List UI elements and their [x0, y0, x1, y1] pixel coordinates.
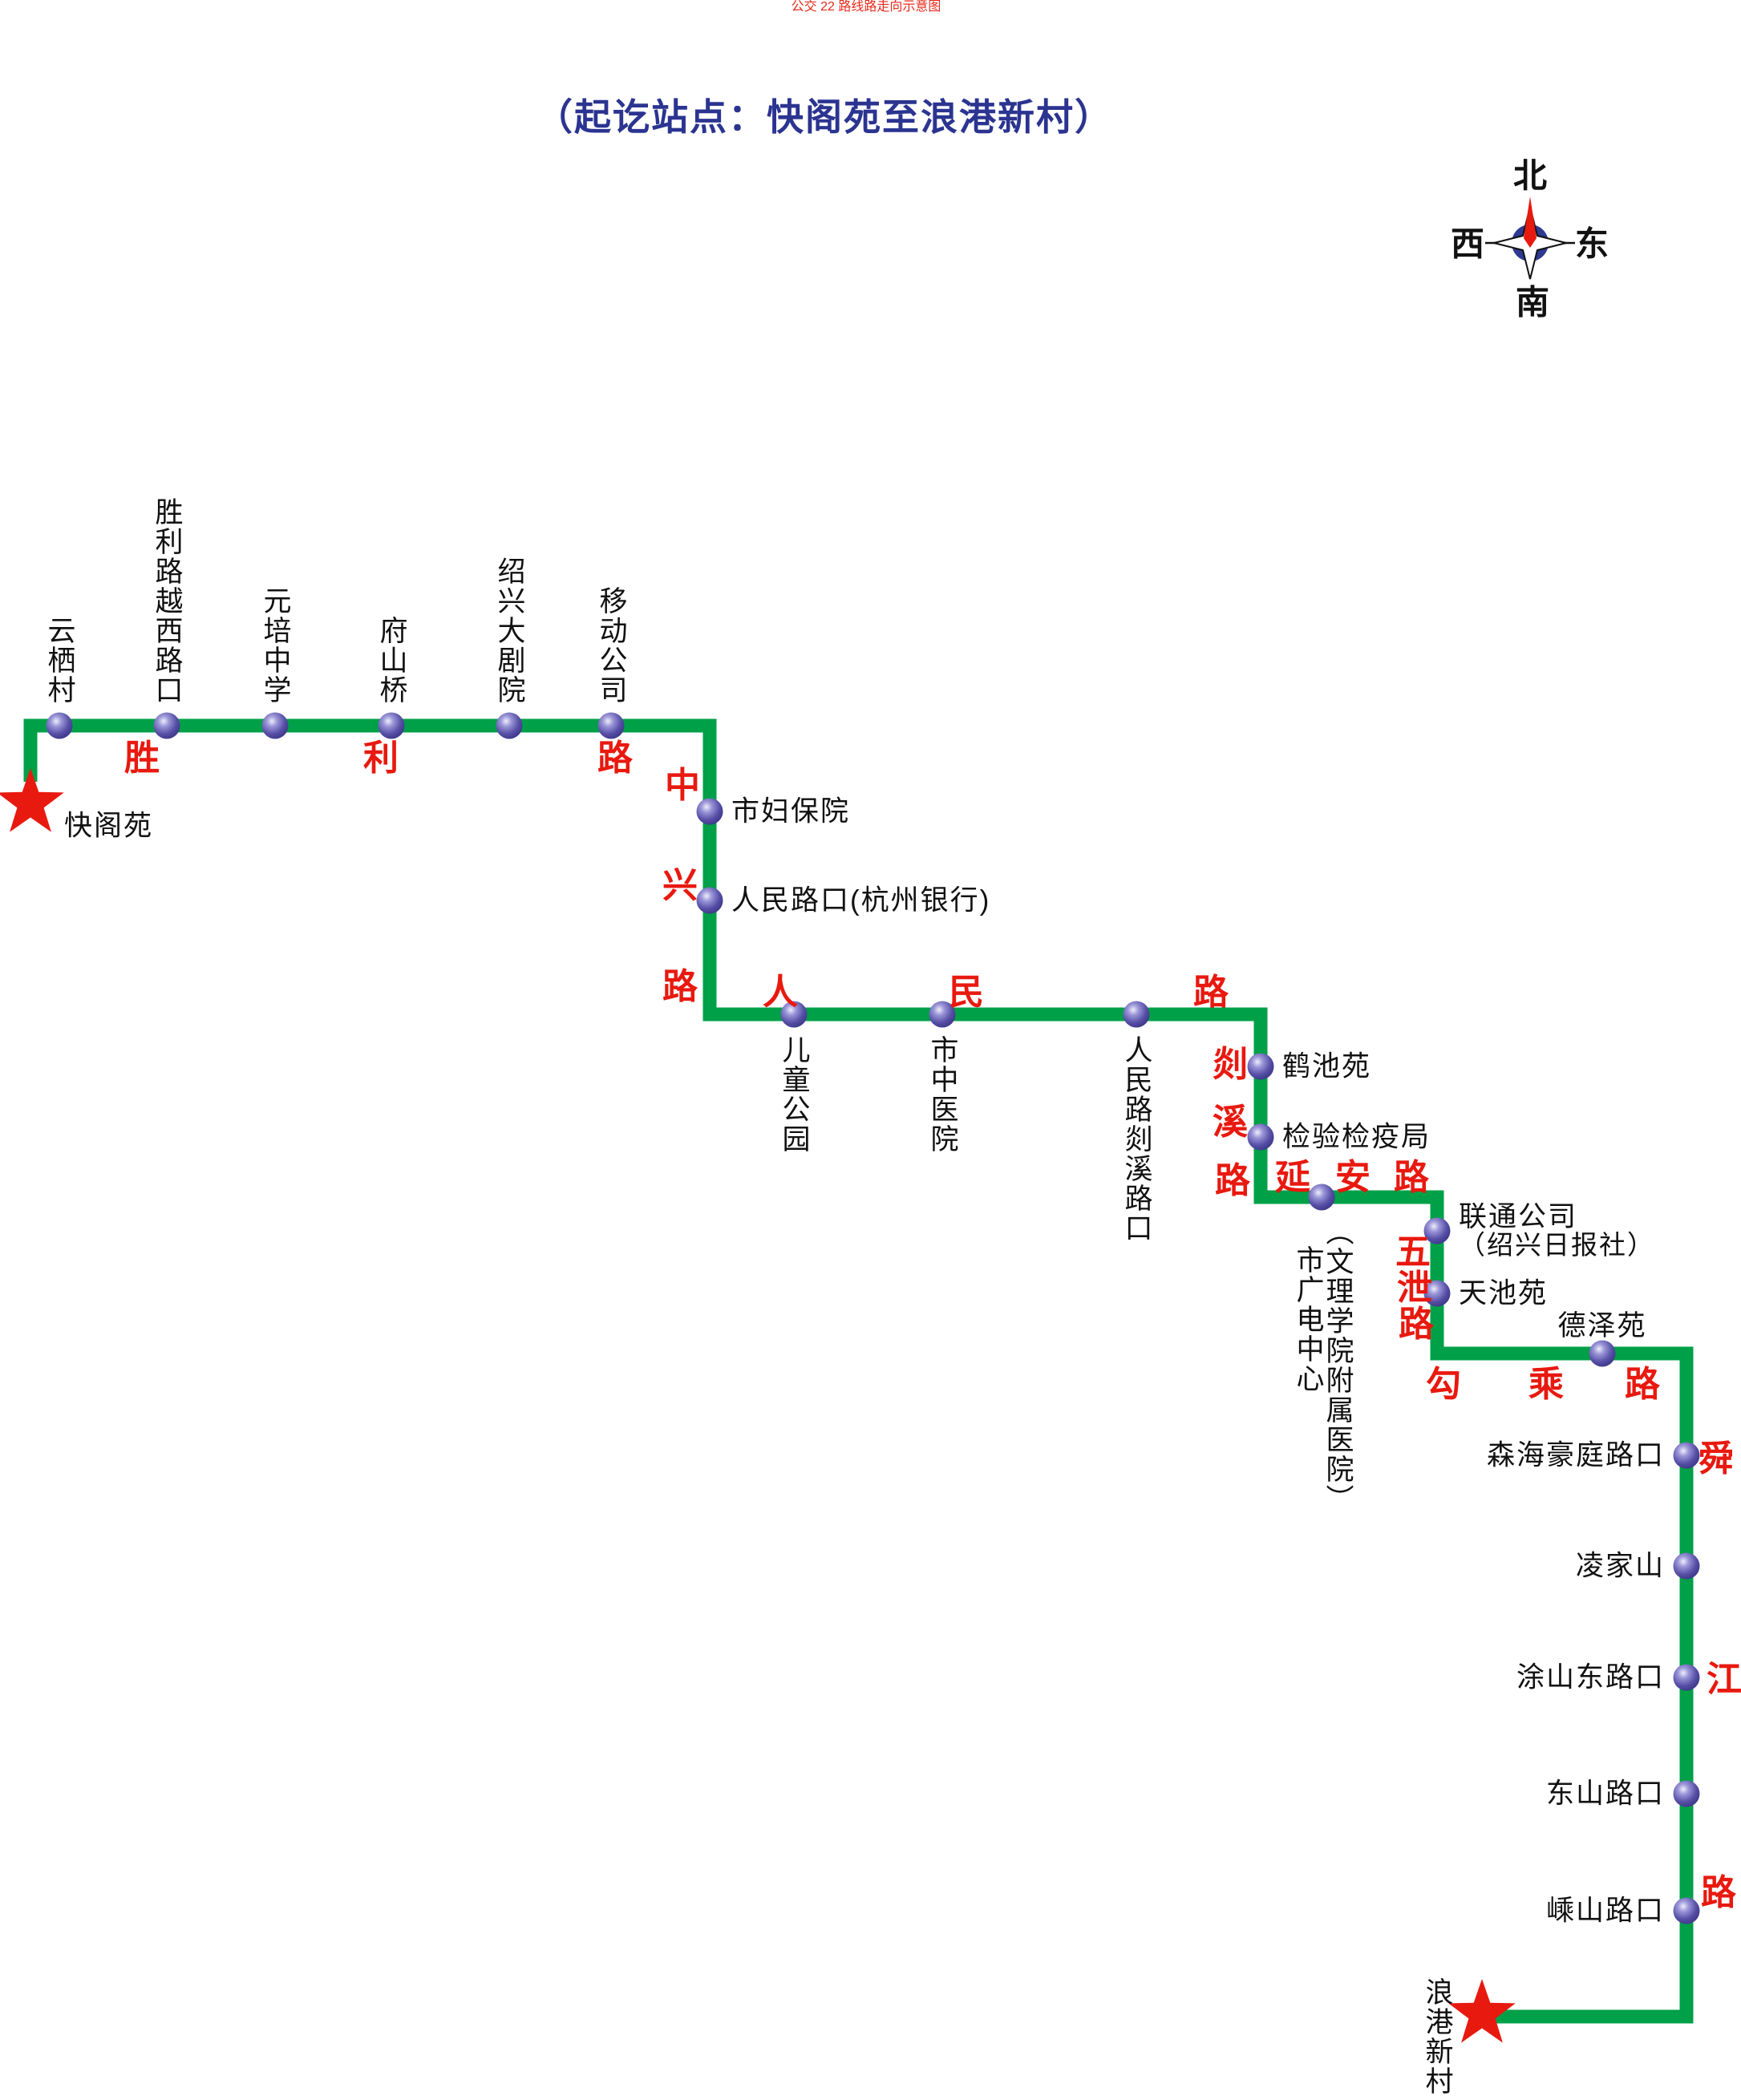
station-dot: [1589, 1340, 1616, 1367]
terminal-label: 快阁苑: [64, 810, 154, 842]
station-dot: [1123, 1001, 1150, 1028]
station-label: 元培中学: [259, 586, 291, 705]
station-dot: [1673, 1664, 1700, 1691]
terminal-star: [0, 768, 64, 832]
compass-label-north: 北: [1512, 158, 1548, 196]
street-name-char: 五: [1395, 1232, 1431, 1272]
compass-north-needle: [1524, 196, 1537, 248]
street-name-char: 兴: [662, 866, 698, 905]
station-dot: [929, 1001, 956, 1028]
station-dot: [1673, 1897, 1700, 1924]
street-name-char: 路: [1394, 1158, 1429, 1197]
station-label: 联通公司（绍兴日报社）: [1459, 1200, 1655, 1260]
station-dot: [1423, 1280, 1451, 1307]
page-title: 公交 22 路线路走向示意图: [791, 0, 941, 14]
station-label: 凌家山: [1575, 1550, 1665, 1582]
station-label: 市广电中心: [1292, 1245, 1324, 1394]
street-name-char: 胜: [124, 738, 160, 778]
station-label: 移动公司: [595, 586, 627, 705]
station-label: 东山路口: [1545, 1778, 1665, 1810]
station-dot: [696, 798, 723, 825]
station-dot: [1247, 1053, 1274, 1080]
compass-label-south: 南: [1515, 285, 1550, 322]
compass-label-west: 西: [1450, 226, 1485, 264]
street-name-char: 路: [597, 738, 633, 778]
street-name-char: 延: [1275, 1158, 1310, 1197]
station-label: 绍兴大剧院: [493, 556, 525, 705]
street-name-char: 路: [1701, 1873, 1736, 1912]
street-name-char: 路: [662, 967, 698, 1006]
station-label: 云栖村: [43, 616, 75, 705]
street-name-char: 勾: [1426, 1365, 1461, 1404]
station-dot: [153, 712, 180, 739]
station-label: 天池苑: [1459, 1277, 1549, 1309]
station-label: 胜利路越西路口: [151, 497, 183, 705]
station-dot: [261, 712, 289, 739]
page-subtitle: （起讫站点：快阁苑至浪港新村）: [536, 97, 1113, 138]
street-name-char: 舜: [1698, 1439, 1734, 1479]
street-name-char: 路: [1193, 973, 1229, 1012]
station-label: （文理学院附属医院）: [1322, 1217, 1354, 1514]
street-name-char: 泄: [1397, 1268, 1432, 1308]
station-label: 市中医院: [926, 1035, 958, 1154]
street-name-char: 人: [763, 973, 798, 1012]
station-dot: [597, 712, 625, 739]
street-name-char: 中: [665, 766, 700, 805]
station-dot: [1673, 1442, 1700, 1469]
station-dot: [780, 1001, 808, 1028]
station-label: 涂山东路口: [1516, 1661, 1665, 1693]
station-label: 森海豪庭路口: [1486, 1439, 1665, 1471]
compass-label-east: 东: [1574, 226, 1609, 264]
street-name-char: 江: [1707, 1660, 1741, 1699]
station-dot: [1423, 1217, 1451, 1244]
street-name-char: 乘: [1528, 1365, 1564, 1404]
station-dot: [696, 887, 723, 914]
station-dot: [378, 712, 405, 739]
street-name-char: 路: [1399, 1305, 1434, 1344]
station-label: 市妇保院: [731, 795, 851, 827]
street-name-char: 民: [949, 973, 984, 1012]
station-label: 嵊山路口: [1545, 1895, 1665, 1927]
street-name-char: 利: [363, 738, 399, 778]
station-label: 儿童公园: [778, 1035, 810, 1154]
station-dot: [496, 712, 523, 739]
station-label: 鹤池苑: [1282, 1050, 1372, 1082]
station-label: 人民路口(杭州银行): [731, 884, 991, 916]
station-dot: [46, 712, 73, 739]
street-name-char: 安: [1335, 1158, 1371, 1197]
station-label: 人民路剡溪路口: [1120, 1035, 1152, 1243]
station-dot: [1308, 1184, 1335, 1211]
station-dot: [1247, 1123, 1274, 1151]
street-name-char: 路: [1625, 1365, 1660, 1404]
terminal-label: 浪港新村: [1421, 1977, 1453, 2096]
terminal-star: [1448, 1979, 1516, 2043]
street-name-char: 剡: [1213, 1045, 1248, 1084]
station-label: 府山桥: [375, 616, 407, 705]
street-name-char: 路: [1215, 1161, 1250, 1200]
station-dot: [1673, 1780, 1700, 1807]
station-dot: [1673, 1552, 1700, 1580]
station-label: 检验检疫局: [1282, 1121, 1431, 1153]
station-label: 德泽苑: [1557, 1309, 1647, 1341]
street-name-char: 溪: [1213, 1103, 1248, 1142]
compass-rose: [1485, 196, 1575, 280]
